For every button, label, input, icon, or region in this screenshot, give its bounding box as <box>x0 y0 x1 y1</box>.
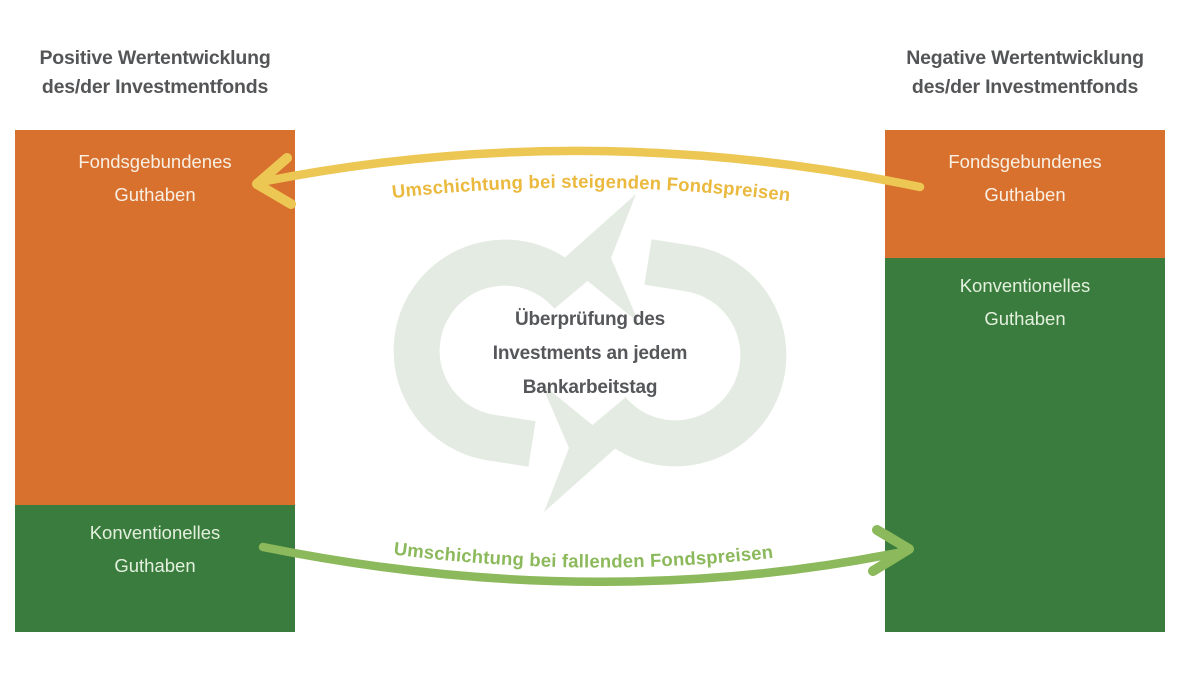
right-bar: Fondsgebundenes Guthaben Konventionelles… <box>885 130 1165 632</box>
left-bar-fund-segment: Fondsgebundenes Guthaben <box>15 130 295 505</box>
left-header-line2: des/der Investmentfonds <box>41 76 269 98</box>
bottom-arrow-label: Umschichtung bei fallenden Fondspreisen <box>393 538 774 572</box>
center-caption: Überprüfung des Investments an jedem Ban… <box>415 303 765 405</box>
bottom-rebalancing-arrow: Umschichtung bei fallenden Fondspreisen <box>258 525 914 587</box>
center-caption-line3: Bankarbeitstag <box>522 377 658 398</box>
right-header-line2: des/der Investmentfonds <box>911 76 1139 98</box>
right-bar-fund-segment: Fondsgebundenes Guthaben <box>885 130 1165 258</box>
left-header-line1: Positive Wertentwicklung <box>39 47 271 69</box>
left-fund-label: Fondsgebundenes Guthaben <box>78 151 232 205</box>
left-conventional-label: Konventionelles Guthaben <box>89 522 221 576</box>
left-bar: Fondsgebundenes Guthaben Konventionelles… <box>15 130 295 632</box>
cycle-arrows-icon <box>393 194 787 512</box>
center-caption-line2: Investments an jedem <box>492 343 688 364</box>
right-column-header: Negative Wertentwicklung des/der Investm… <box>885 44 1165 102</box>
right-header-line1: Negative Wertentwicklung <box>906 47 1144 69</box>
right-conventional-label: Konventionelles Guthaben <box>959 275 1091 329</box>
left-bar-conventional-segment: Konventionelles Guthaben <box>15 505 295 632</box>
right-bar-conventional-segment: Konventionelles Guthaben <box>885 258 1165 632</box>
center-caption-line1: Überprüfung des <box>514 309 666 330</box>
left-column-header: Positive Wertentwicklung des/der Investm… <box>15 44 295 102</box>
right-fund-label: Fondsgebundenes Guthaben <box>948 151 1102 205</box>
